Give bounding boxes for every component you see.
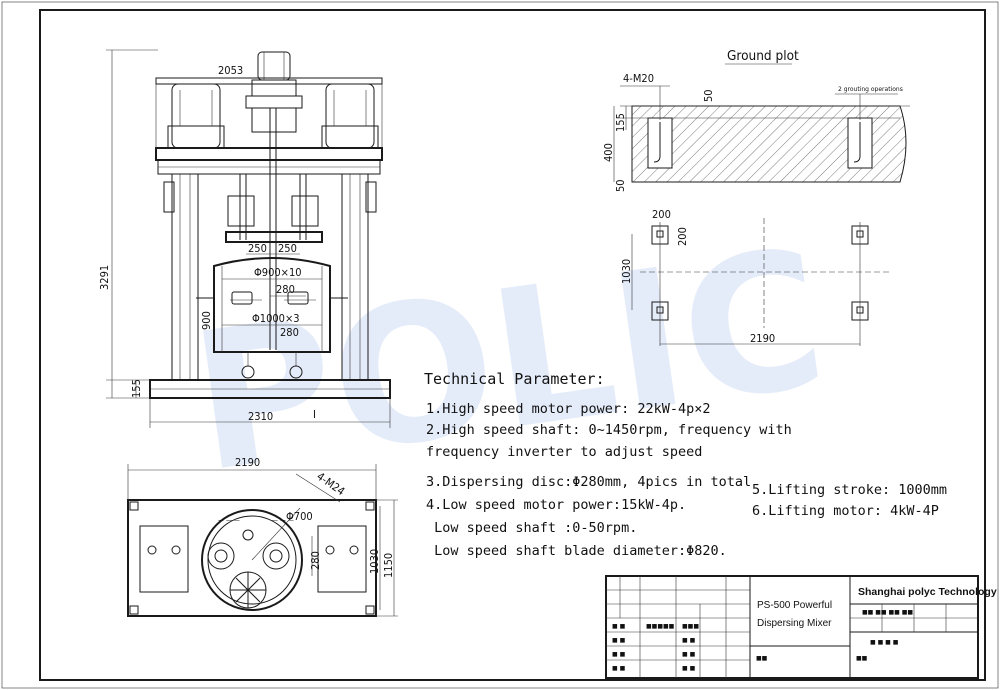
param-line-2: 2.High speed shaft: 0~1450rpm, frequency… (426, 422, 792, 438)
dim-pad-w: 200 (652, 208, 671, 221)
ground-plot-title: Ground plot (727, 48, 799, 64)
section-mark: I (313, 408, 316, 421)
front-view: 3291 155 2053 (98, 49, 391, 428)
product-name-line2: Dispersing Mixer (757, 618, 832, 629)
svg-text:■ ■: ■ ■ (682, 665, 696, 672)
param-line-8: 5.Lifting stroke: 1000mm (752, 482, 947, 498)
svg-text:■ ■: ■ ■ (612, 651, 626, 658)
title-block: ■ ■ ■■■■■ ■■■ ■ ■ ■ ■ ■ ■ ■ ■ ■ ■ ■ ■ ■■… (605, 575, 997, 679)
dim-lower-spacing: 280 (280, 326, 299, 339)
dim-vessel-diameter: Φ900×10 (254, 266, 302, 279)
plan-view: 2190 — — — — — — Φ700 4-M24 280 (127, 456, 398, 617)
svg-text:■■■■■: ■■■■■ (646, 623, 675, 630)
svg-text:■ ■: ■ ■ (612, 665, 626, 672)
param-line-4: 3.Dispersing disc:Φ280mm, 4pics in total (426, 474, 751, 490)
dim-offset: 280 (309, 551, 322, 570)
svg-text:■ ■: ■ ■ (612, 623, 626, 630)
param-line-7: Low speed shaft blade diameter:Φ820. (426, 543, 727, 559)
dim-disc-right: 250 (278, 242, 297, 255)
dim-blade-spacing: 280 (276, 283, 295, 296)
param-line-1: 1.High speed motor power: 22kW-4p×2 (426, 401, 710, 417)
dim-height: 3291 (98, 265, 111, 290)
ground-plot: Ground plot 4-M20 2 grouting operations … (602, 48, 910, 346)
svg-text:■■ ■■ ■■ ■■: ■■ ■■ ■■ ■■ (862, 609, 913, 616)
dim-base-height: 155 (130, 379, 143, 398)
svg-text:■ ■: ■ ■ (682, 651, 696, 658)
svg-text:■■: ■■ (856, 655, 868, 662)
param-line-5: 4.Low speed motor power:15kW-4p. (426, 497, 686, 513)
dim-lower-diameter: Φ1000×3 (252, 312, 300, 325)
param-line-9: 6.Lifting motor: 4kW-4P (752, 503, 939, 519)
dim-top-width: 2053 (218, 64, 243, 77)
bolt-spec: 4-M20 (623, 72, 654, 85)
svg-text:— — —: — — — (218, 517, 240, 524)
param-line-3: frequency inverter to adjust speed (426, 444, 702, 460)
param-line-6: Low speed shaft :0-50rpm. (426, 520, 637, 536)
inner-border (39, 9, 986, 681)
svg-text:— — —: — — — (272, 517, 294, 524)
dim-pad-h: 200 (676, 227, 689, 246)
svg-text:■■: ■■ (756, 655, 768, 662)
dim-depth: 155 (614, 113, 627, 132)
dim-circle-diameter: Φ700 (286, 510, 313, 523)
dim-plan-width: 2190 (235, 456, 260, 469)
svg-text:■ ■: ■ ■ (682, 637, 696, 644)
svg-text:■■■: ■■■ (682, 623, 699, 630)
company-name: Shanghai polyc Technology (858, 586, 997, 598)
dim-base-width: 2310 (248, 410, 273, 423)
product-name-line1: PS-500 Powerful (757, 600, 832, 611)
parameters-title: Technical Parameter: (424, 370, 605, 388)
dim-spacing-v: 1030 (620, 259, 633, 284)
svg-text:■ ■ ■ ■: ■ ■ ■ ■ (870, 639, 899, 646)
dim-bottom: 50 (614, 179, 627, 192)
technical-parameters: Technical Parameter: 1.High speed motor … (424, 370, 947, 559)
dim-pit-depth: 400 (602, 143, 615, 162)
dim-disc-left: 250 (248, 242, 267, 255)
dim-vessel-height: 900 (200, 311, 213, 330)
dim-top: 50 (702, 89, 715, 102)
svg-text:■ ■: ■ ■ (612, 637, 626, 644)
dim-spacing-h: 2190 (750, 332, 775, 345)
dim-depth-outer: 1150 (382, 553, 395, 578)
dim-depth-inner: 1030 (368, 549, 381, 574)
foundation-section (631, 105, 907, 183)
grouting-note: 2 grouting operations (838, 86, 903, 93)
